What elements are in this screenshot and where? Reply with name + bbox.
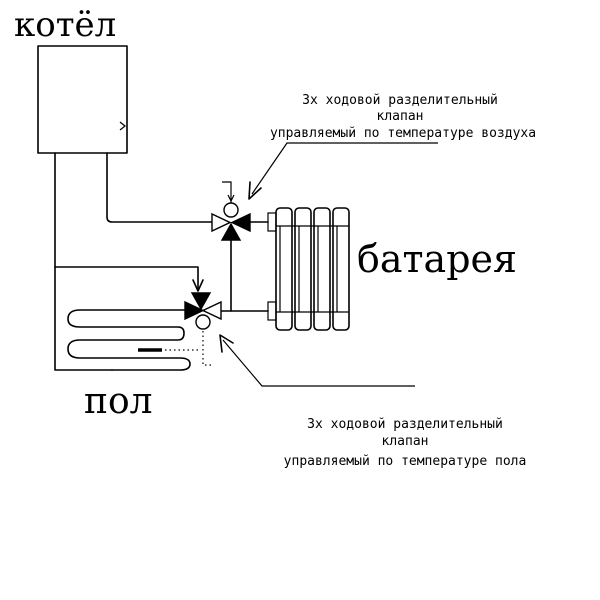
three-way-valve-icon-top [211,181,251,241]
pipe-boiler-to-floor [54,152,113,371]
radiator-icon [267,207,350,331]
floor-label: пол [84,381,153,422]
boiler-label: котёл [14,5,116,45]
floor-heating-loop [67,309,191,371]
valve-top-line2: клапан [377,109,424,124]
leader-bottom [222,339,415,387]
three-way-valve-icon-bottom [184,292,222,366]
valve-top-caption: 3х ходовой разделительный клапан управля… [270,93,536,141]
pipe-boiler-to-bottom-valve [54,266,199,289]
valve-bottom-caption: 3х ходовой разделительный клапан управля… [284,417,527,469]
leader-top [251,142,438,195]
boiler-icon [37,45,128,154]
pipe-boiler-to-top-valve [106,152,213,223]
valve-bottom-line3: управляемый по температуре пола [284,454,527,469]
valve-top-line3: управляемый по температуре воздуха [270,126,536,141]
battery-label: батарея [357,237,517,281]
valve-bottom-line1: 3х ходовой разделительный [307,417,503,432]
valve-top-line1: 3х ходовой разделительный [302,93,498,108]
valve-bottom-line2: клапан [382,434,429,449]
